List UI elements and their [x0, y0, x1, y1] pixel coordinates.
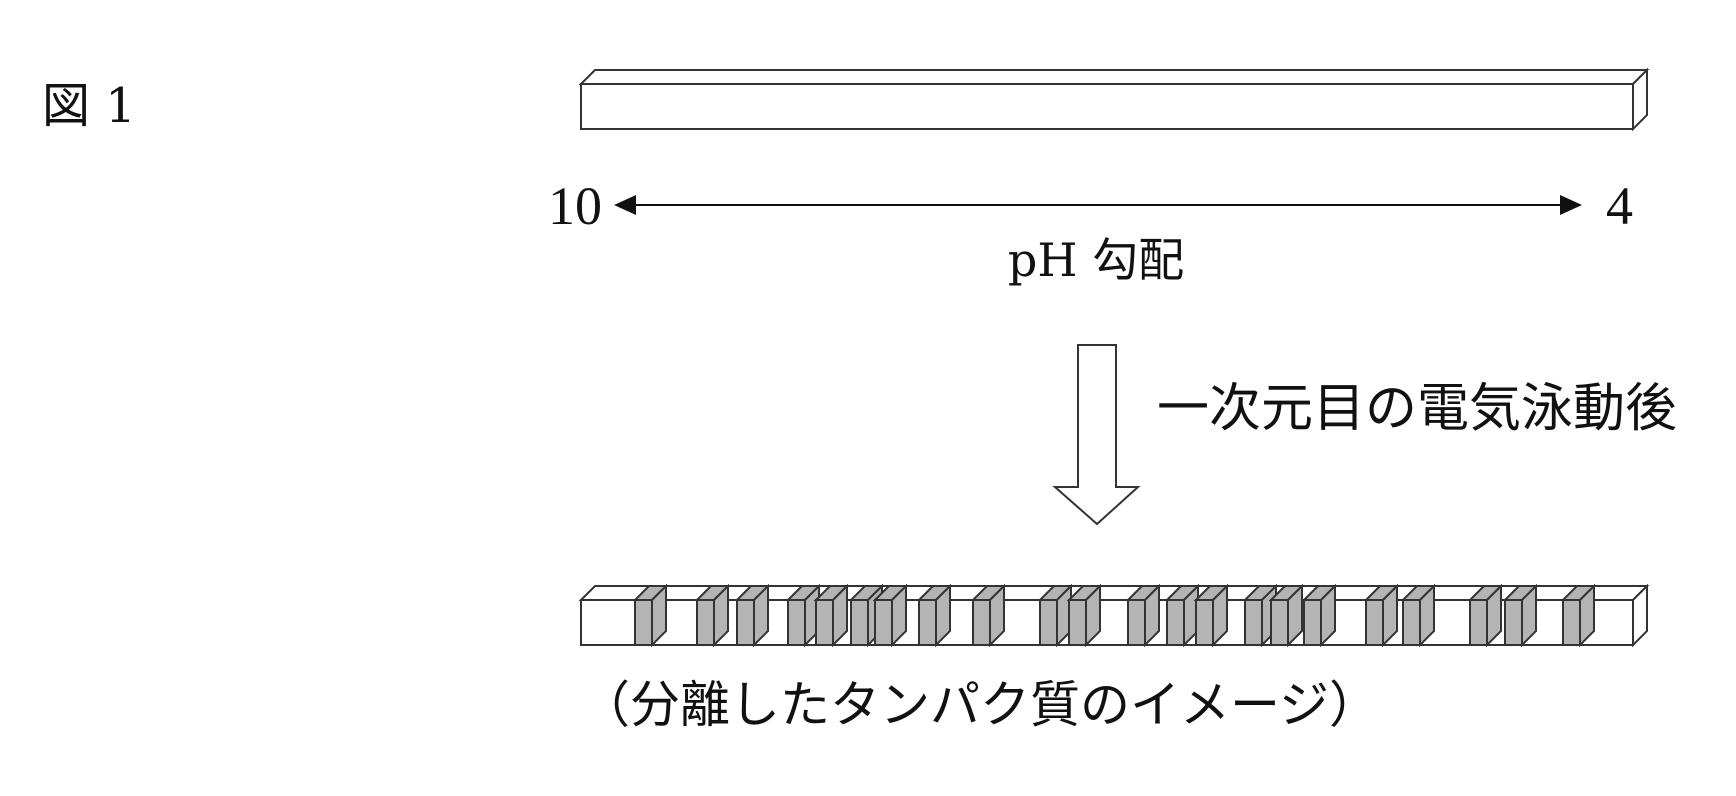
band-face: [1504, 599, 1523, 646]
protein-band: [785, 583, 822, 648]
ph-left-value: 10: [548, 176, 602, 236]
protein-band: [1301, 583, 1338, 648]
band-face: [1166, 599, 1185, 646]
protein-band: [813, 583, 850, 648]
band-face: [1195, 599, 1214, 646]
step-label: 一次元目の電気泳動後: [1157, 379, 1677, 439]
protein-band: [632, 583, 669, 648]
ph-gradient-arrow: [614, 195, 1582, 215]
protein-bands: [632, 583, 1597, 648]
protein-band: [1066, 583, 1103, 648]
protein-band: [970, 583, 1007, 648]
band-face: [1365, 599, 1384, 646]
band-face: [1562, 599, 1581, 646]
band-face: [918, 599, 937, 646]
ipg-strip-before: [578, 67, 1650, 132]
band-face: [815, 599, 834, 646]
result-caption: （分離したタンパク質のイメージ）: [580, 676, 1379, 734]
band-face: [972, 599, 991, 646]
protein-band: [1467, 583, 1504, 648]
protein-band: [1268, 583, 1305, 648]
protein-band: [1037, 583, 1074, 648]
ph-gradient-label: pH 勾配: [1008, 233, 1184, 287]
protein-band: [1502, 583, 1539, 648]
protein-band: [872, 583, 909, 648]
band-face: [1270, 599, 1289, 646]
band-face: [736, 599, 755, 646]
band-face: [634, 599, 653, 646]
band-face: [1402, 599, 1421, 646]
protein-band: [1363, 583, 1400, 648]
ph-right-value: 4: [1606, 176, 1633, 236]
protein-band: [694, 583, 731, 648]
down-arrow-icon: [1052, 344, 1141, 526]
band-face: [1068, 599, 1087, 646]
band-face: [874, 599, 893, 646]
band-face: [850, 599, 869, 646]
band-face: [1039, 599, 1058, 646]
protein-band: [1560, 583, 1597, 648]
band-face: [1127, 599, 1146, 646]
protein-band: [1164, 583, 1201, 648]
protein-band: [1125, 583, 1162, 648]
band-face: [787, 599, 806, 646]
band-face: [1303, 599, 1322, 646]
band-face: [1469, 599, 1488, 646]
protein-band: [916, 583, 953, 648]
protein-band: [1400, 583, 1437, 648]
figure-label: 図 1: [42, 78, 136, 134]
band-face: [1244, 599, 1263, 646]
protein-band: [734, 583, 771, 648]
protein-band: [1193, 583, 1230, 648]
band-face: [696, 599, 715, 646]
